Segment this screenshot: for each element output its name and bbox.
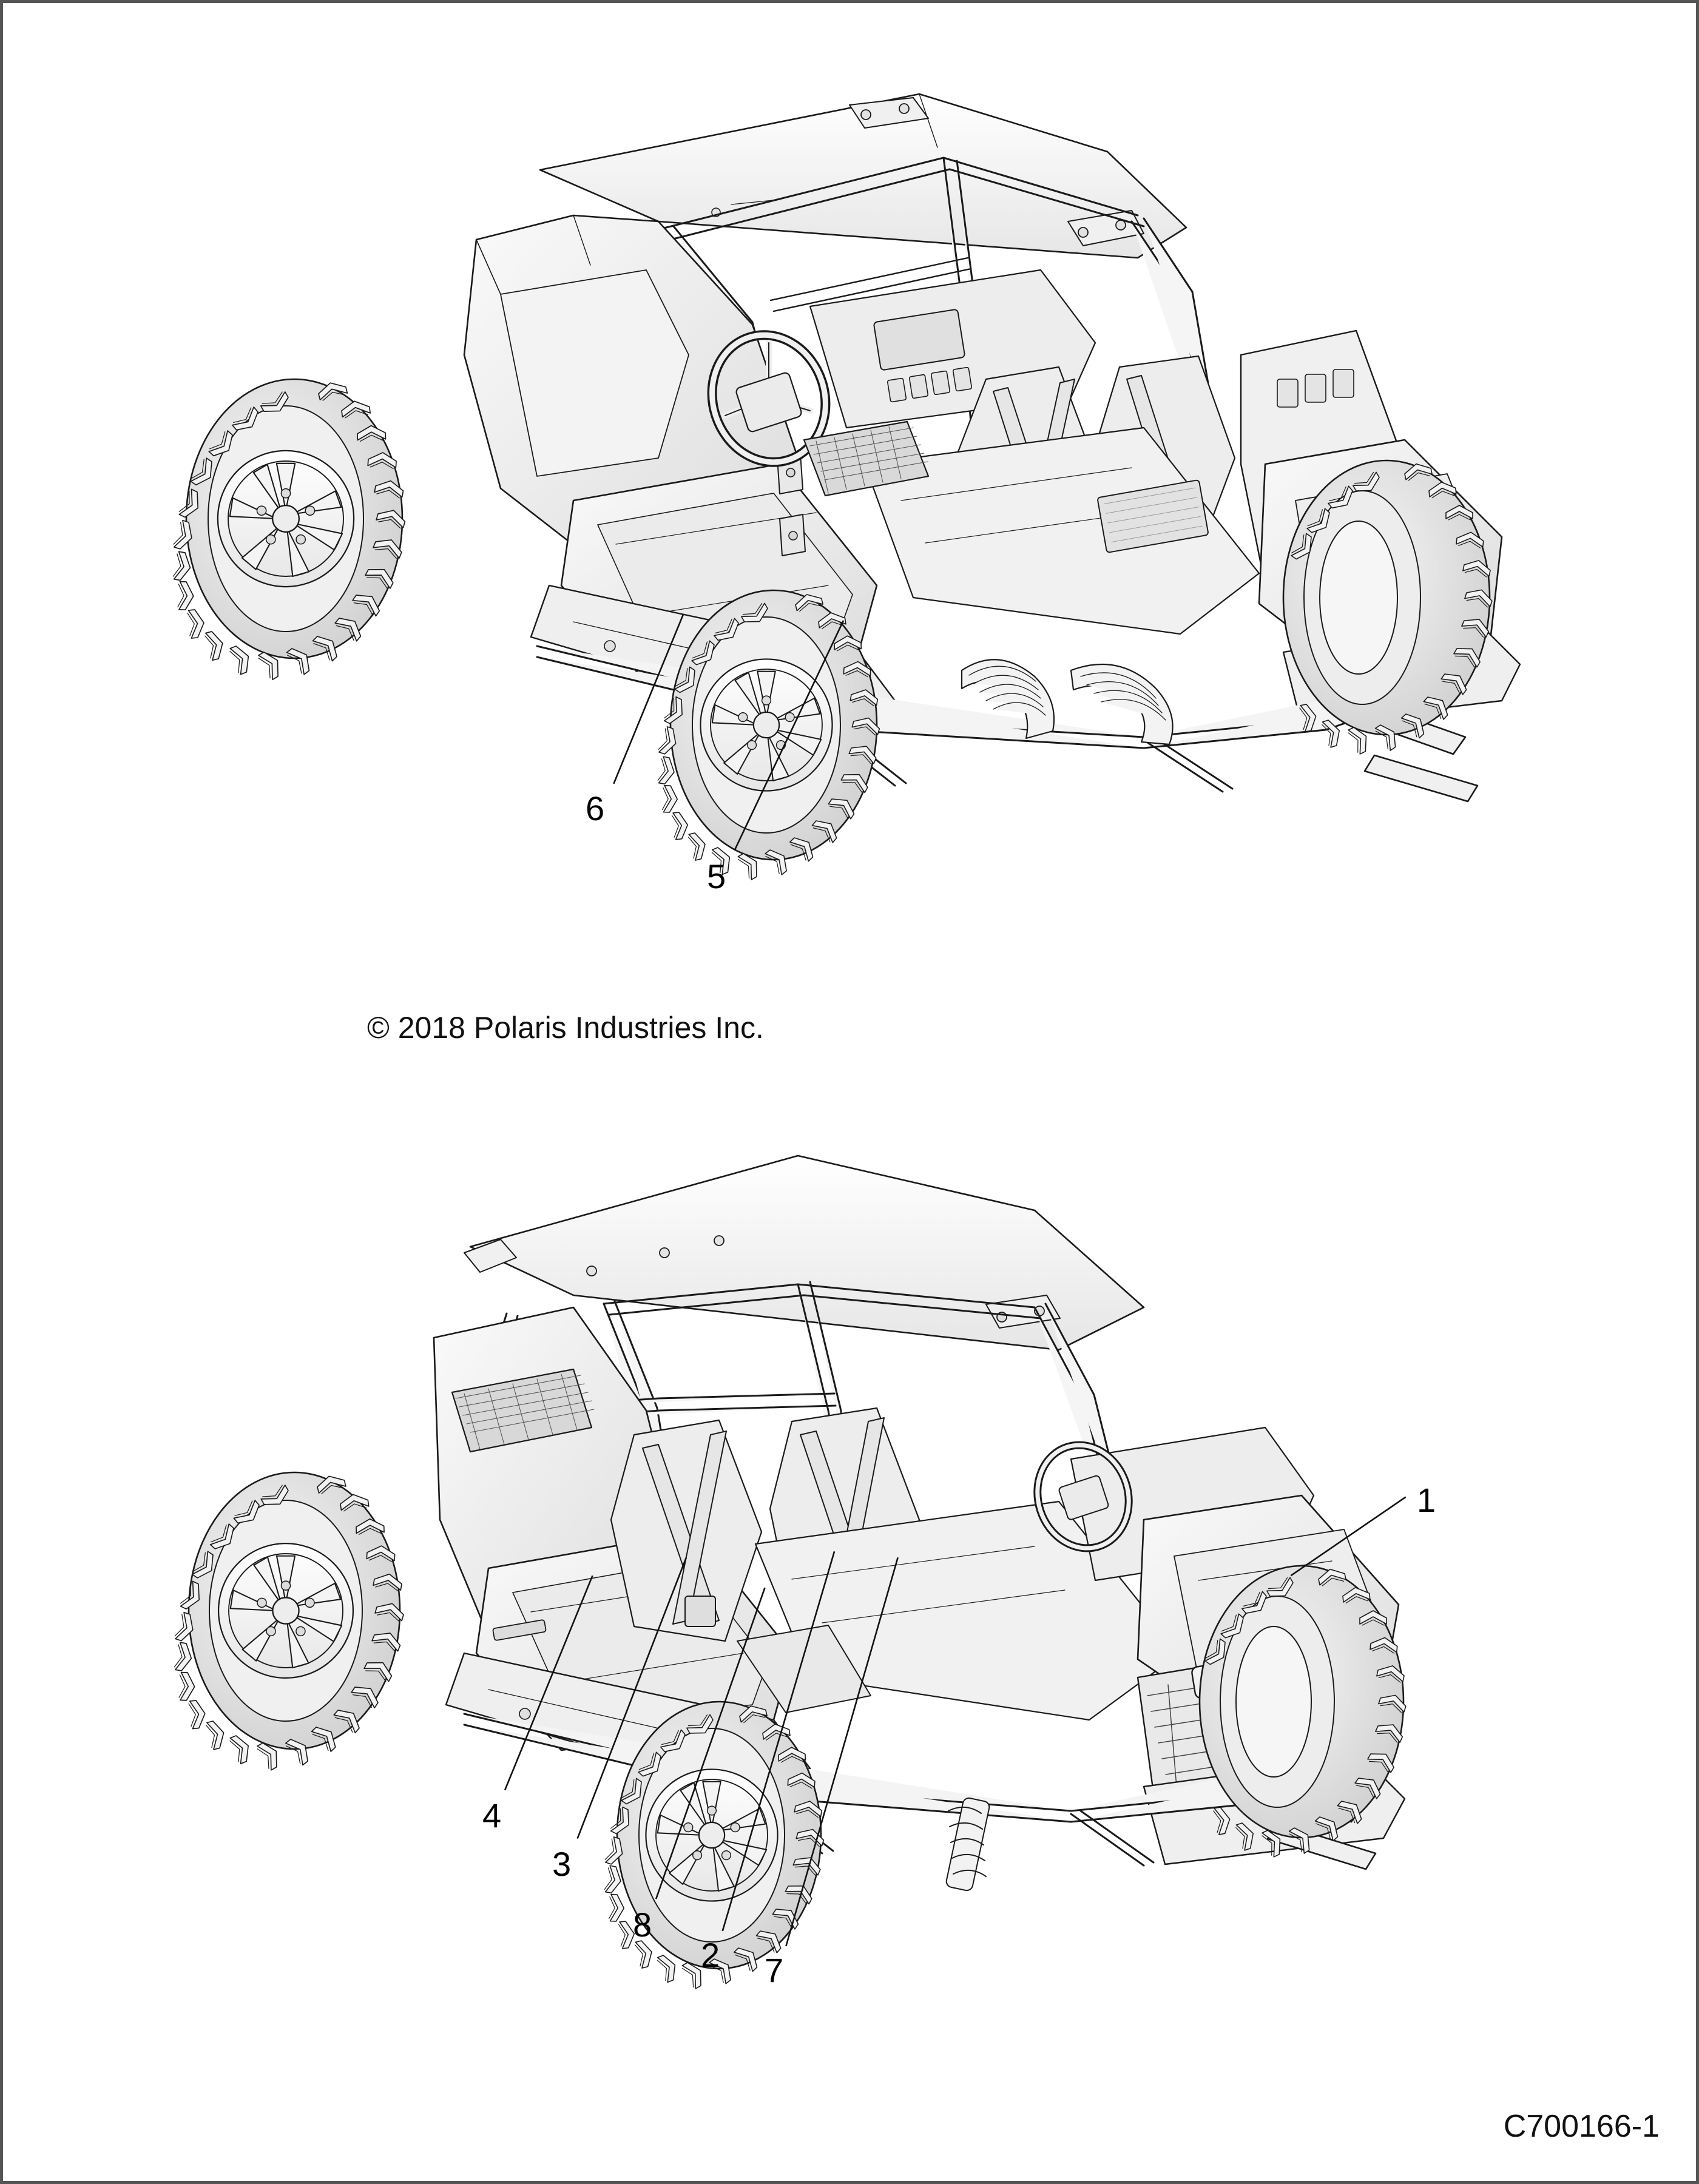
steering-wheel: [707, 330, 831, 467]
floor-vent: [1097, 479, 1209, 553]
lower-isometric-view: POLARIS: [112, 1095, 1581, 2066]
shock-absorber-front-rear: [945, 1797, 990, 1892]
callout-6: 6: [586, 789, 605, 827]
wheel-front-left: [172, 378, 408, 681]
vehicle-illustration-top: [172, 93, 1521, 881]
callout-1: 1: [1417, 1481, 1436, 1519]
callout-3: 3: [552, 1845, 572, 1883]
rear-vent-mesh: [451, 1368, 593, 1453]
wheel-rear-left: [1282, 459, 1495, 755]
callout-4: 4: [482, 1796, 502, 1835]
vehicle-illustration-bottom: POLARIS: [173, 1154, 1409, 1990]
part-number-label: C700166-1: [1503, 2109, 1660, 2144]
callout-7: 7: [765, 1951, 784, 1989]
callout-8: 8: [633, 1906, 652, 1944]
wheel-front-left-b: [1198, 1565, 1409, 1858]
floorboard: [863, 426, 1260, 635]
callout-5: 5: [707, 857, 726, 895]
display-screen: [873, 309, 965, 371]
upper-isometric-view: [112, 39, 1581, 949]
copyright-notice: © 2018 Polaris Industries Inc.: [367, 1011, 764, 1045]
callout-2: 2: [701, 1936, 720, 1974]
wheel-rear-left-b: [173, 1471, 407, 1771]
steering-wheel-rear: [1033, 1441, 1133, 1552]
